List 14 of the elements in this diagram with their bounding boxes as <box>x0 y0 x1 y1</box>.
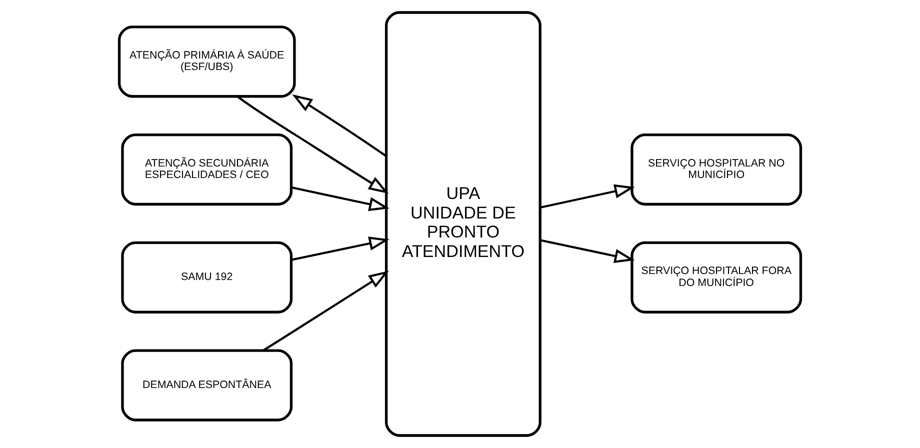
arrow <box>292 94 387 158</box>
node-box: ATENÇÃO SECUNDÁRIA ESPECIALIDADES / CEO <box>121 133 293 206</box>
arrow <box>291 236 390 261</box>
arrow <box>291 186 390 212</box>
node-box: SERVIÇO HOSPITALAR NO MUNICÍPIO <box>630 133 802 206</box>
arrow <box>262 270 389 352</box>
arrow <box>236 96 389 194</box>
node-box: SAMU 192 <box>121 241 293 314</box>
node-box: UPA UNIDADE DE PRONTO ATENDIMENTO <box>384 11 542 437</box>
arrow <box>540 239 635 264</box>
node-box: SERVIÇO HOSPITALAR FORA DO MUNICÍPIO <box>630 241 802 314</box>
node-box: DEMANDA ESPONTÂNEA <box>121 349 293 422</box>
node-box: ATENÇÃO PRIMÁRIA À SAÚDE (ESF/UBS) <box>118 26 296 98</box>
arrow <box>540 184 635 209</box>
